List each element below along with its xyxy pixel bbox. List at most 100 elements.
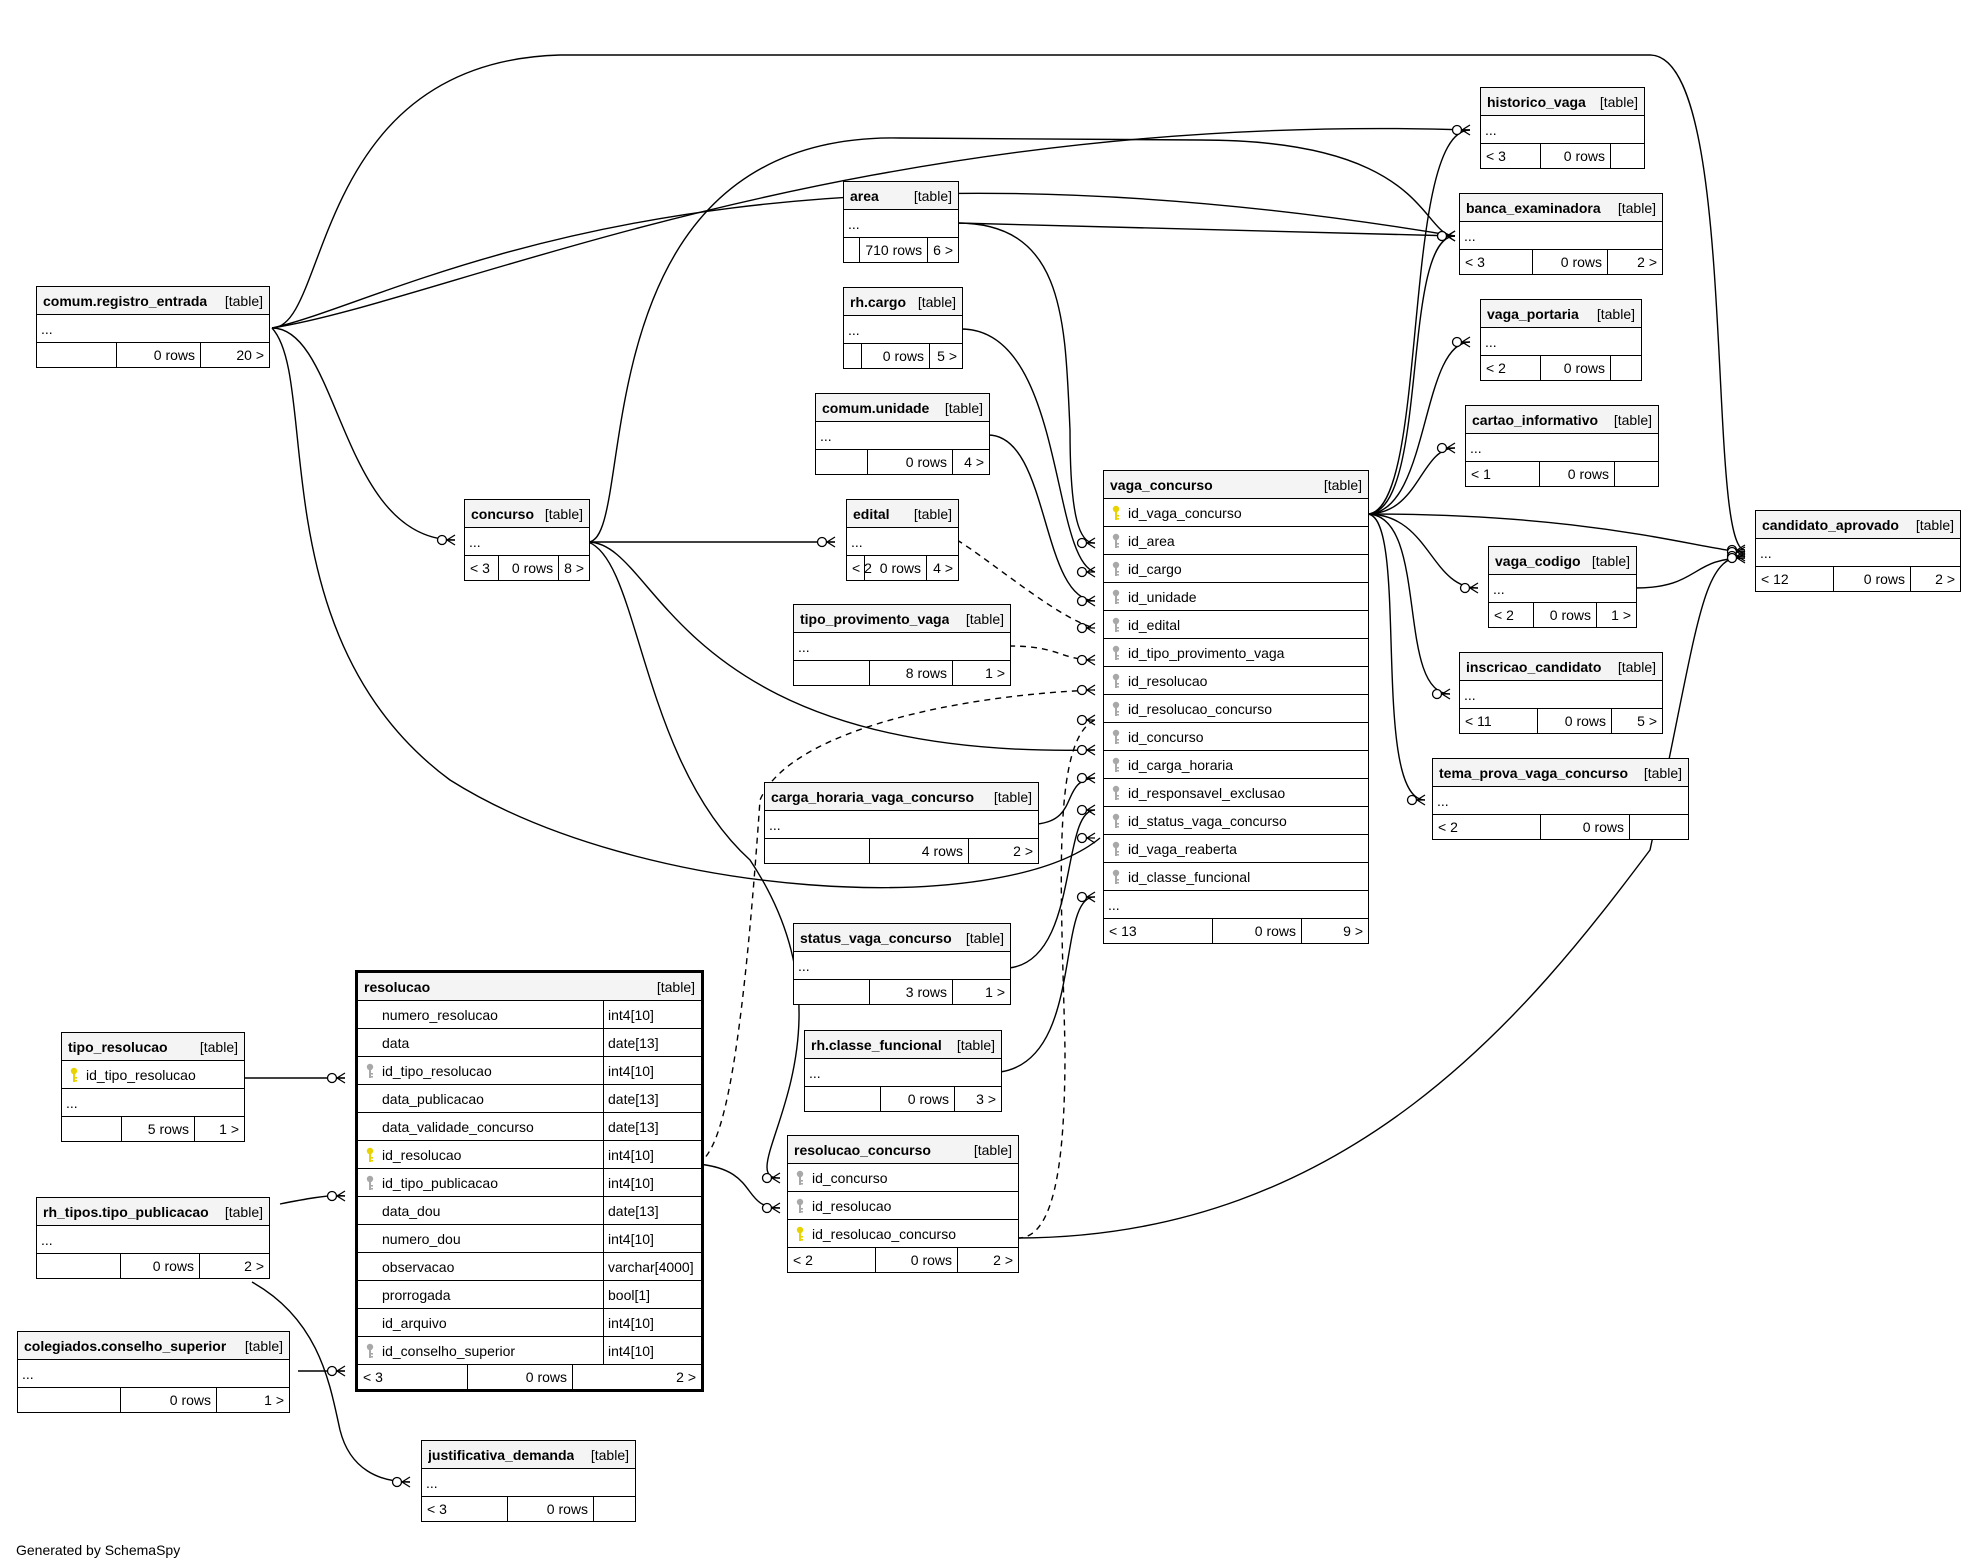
column-row[interactable]: id_resolucao_concurso [788,1220,1018,1248]
column-row[interactable]: ... [1460,222,1662,250]
column-row[interactable]: ... [816,422,989,450]
column-row[interactable]: id_vaga_reaberta [1104,835,1368,863]
column-row[interactable]: id_resolucao_concurso [1104,695,1368,723]
column-row[interactable]: id_edital [1104,611,1368,639]
primary-key-icon [66,1067,82,1083]
row-count: 0 rows [117,343,201,367]
column-row[interactable]: id_classe_funcional [1104,863,1368,891]
column-row[interactable]: id_concurso [1104,723,1368,751]
column-row[interactable]: id_cargo [1104,555,1368,583]
table-kind: [table] [1617,658,1656,675]
column-row[interactable]: ... [794,633,1010,661]
table-name: cartao_informativo [1472,411,1599,428]
relationship-line [587,541,1096,751]
column-row[interactable]: ... [62,1089,244,1117]
column-row[interactable]: ... [765,811,1038,839]
column-row[interactable]: ... [1481,328,1641,356]
column-row[interactable]: ... [844,316,962,344]
table-header: cartao_informativo[table] [1466,406,1658,434]
column-row[interactable]: id_carga_horaria [1104,751,1368,779]
row-count: 0 rows [1213,919,1302,943]
column-name: data [382,1034,410,1051]
table-colegiados-conselho-superior[interactable]: colegiados.conselho_superior[table]...0 … [17,1331,290,1413]
relationship-line [587,137,1456,543]
column-row[interactable]: id_responsavel_exclusao [1104,779,1368,807]
column-row[interactable]: ... [1433,787,1688,815]
column-row[interactable]: id_concurso [788,1164,1018,1192]
column-row[interactable]: ... [1481,116,1644,144]
column-row[interactable]: ... [1104,891,1368,919]
column-row[interactable]: ... [1460,681,1662,709]
column-row[interactable]: id_vaga_concurso [1104,499,1368,527]
column-row[interactable]: ... [794,952,1010,980]
table-rh-tipos-tipo-publicacao[interactable]: rh_tipos.tipo_publicacao[table]...0 rows… [36,1197,270,1279]
cardinality-marker [326,1365,346,1377]
column-row[interactable]: ... [465,528,589,556]
column-row[interactable]: ... [844,210,958,238]
column-row[interactable]: ... [1466,434,1658,462]
column-row[interactable]: id_unidade [1104,583,1368,611]
parent-count [844,238,861,262]
column-row[interactable]: id_area [1104,527,1368,555]
row-count: 0 rows [1541,144,1611,168]
column-row[interactable]: ... [1756,539,1960,567]
column-row[interactable]: ... [847,528,958,556]
child-count: 2 > [244,1258,264,1274]
column-name: id_resolucao_concurso [1128,700,1272,717]
column-row[interactable]: id_tipo_provimento_vaga [1104,639,1368,667]
column-row[interactable]: ... [1489,575,1636,603]
foreign-key-icon [1108,785,1124,801]
relationship-line [956,539,1096,629]
column-row[interactable]: id_status_vaga_concurso [1104,807,1368,835]
row-count: 0 rows [1533,250,1608,274]
column-row[interactable]: ... [18,1360,289,1388]
table-tipo-resolucao[interactable]: tipo_resolucao[table]id_tipo_resolucao..… [61,1032,245,1142]
column-row[interactable]: id_tipo_resolucao [62,1061,244,1089]
column-row[interactable]: id_resolucao [788,1192,1018,1220]
table-kind: [table] [1591,552,1630,569]
relationship-line [1016,719,1096,1239]
column-row[interactable]: ... [422,1469,635,1497]
column-row[interactable]: ... [37,315,269,343]
table-carga-horaria-vaga-concurso[interactable]: carga_horaria_vaga_concurso[table]...4 r… [764,782,1039,864]
column-row[interactable]: ... [805,1059,1001,1087]
column-row[interactable]: ... [37,1226,269,1254]
column-name: id_resolucao [812,1197,892,1214]
column-row[interactable]: id_resolucao [1104,667,1368,695]
